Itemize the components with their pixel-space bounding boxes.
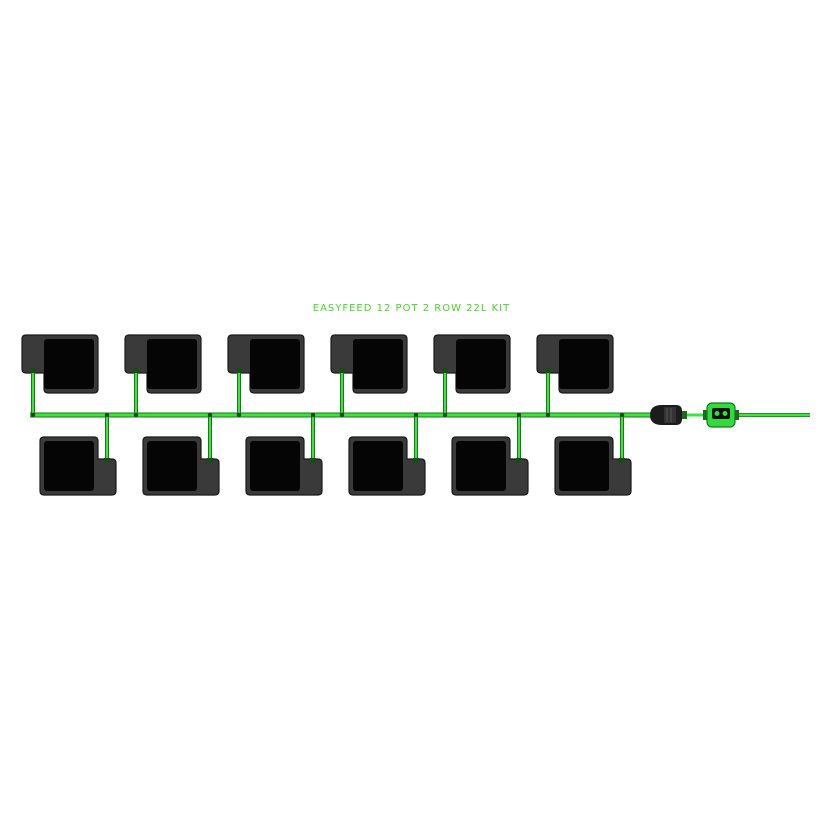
valve-icon: [703, 402, 739, 428]
top-pot-1: [21, 334, 99, 394]
dripper-icon: [236, 368, 242, 373]
pot-icon: [147, 339, 197, 389]
pot-icon: [44, 339, 94, 389]
tee-connector-icon: [619, 412, 625, 418]
dripper-icon: [133, 368, 139, 373]
dripper-icon: [516, 458, 522, 463]
pot-icon: [147, 441, 197, 491]
tee-connector-icon: [104, 412, 110, 418]
top-pot-2: [124, 334, 202, 394]
top-pot-6: [536, 334, 614, 394]
dripper-icon: [442, 368, 448, 373]
kit-title: EASYFEED 12 POT 2 ROW 22L KIT: [312, 303, 511, 314]
dripper-icon: [30, 368, 36, 373]
bottom-pot-4: [348, 436, 426, 496]
bottom-pot-1: [39, 436, 117, 496]
tee-connector-icon: [236, 412, 242, 418]
pot-icon: [250, 339, 300, 389]
tee-connector-icon: [207, 412, 213, 418]
bottom-pot-5: [451, 436, 529, 496]
tee-connector-icon: [310, 412, 316, 418]
pot-icon: [353, 339, 403, 389]
tee-connector-icon: [133, 412, 139, 418]
dripper-icon: [310, 458, 316, 463]
bottom-pot-2: [142, 436, 220, 496]
pot-icon: [559, 441, 609, 491]
top-pot-5: [433, 334, 511, 394]
top-pot-3: [227, 334, 305, 394]
tee-connector-icon: [30, 412, 36, 418]
dripper-icon: [104, 458, 110, 463]
tee-connector-icon: [339, 412, 345, 418]
pot-icon: [353, 441, 403, 491]
tee-connector-icon: [516, 412, 522, 418]
hose-connector-icon: [650, 405, 687, 425]
tee-connector-icon: [442, 412, 448, 418]
top-pot-4: [330, 334, 408, 394]
bottom-pot-6: [554, 436, 632, 496]
pot-icon: [559, 339, 609, 389]
dripper-icon: [339, 368, 345, 373]
dripper-icon: [413, 458, 419, 463]
pot-icon: [456, 441, 506, 491]
bottom-pot-3: [245, 436, 323, 496]
pot-icon: [456, 339, 506, 389]
tee-connector-icon: [545, 412, 551, 418]
dripper-icon: [619, 458, 625, 463]
tee-connector-icon: [413, 412, 419, 418]
pot-icon: [44, 441, 94, 491]
pot-icon: [250, 441, 300, 491]
dripper-icon: [207, 458, 213, 463]
dripper-icon: [545, 368, 551, 373]
